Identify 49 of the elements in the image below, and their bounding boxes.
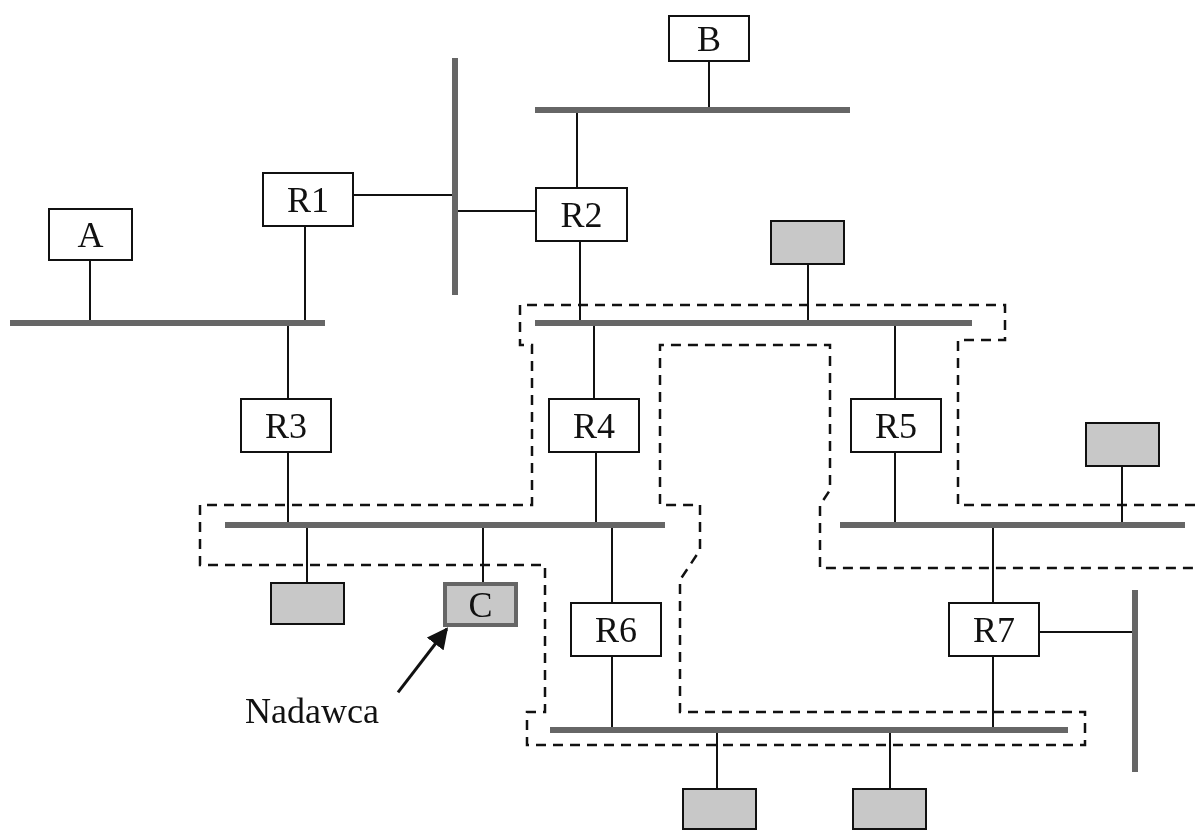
link-line bbox=[287, 452, 289, 523]
host-box bbox=[270, 582, 345, 625]
router-box: R6 bbox=[570, 602, 662, 657]
link-line bbox=[89, 260, 91, 321]
link-line bbox=[353, 194, 453, 196]
network-bus bbox=[1132, 590, 1138, 772]
link-line bbox=[894, 452, 896, 523]
link-line bbox=[992, 527, 994, 603]
host-box: B bbox=[668, 15, 750, 62]
router-box: R1 bbox=[262, 172, 354, 227]
link-line bbox=[593, 325, 595, 399]
arrow bbox=[396, 627, 449, 694]
network-bus bbox=[10, 320, 325, 326]
router-box: R5 bbox=[850, 398, 942, 453]
link-line bbox=[1121, 466, 1123, 523]
sender-box: C bbox=[443, 582, 518, 627]
link-line bbox=[611, 656, 613, 728]
network-bus bbox=[840, 522, 1185, 528]
host-box: A bbox=[48, 208, 133, 261]
link-line bbox=[1039, 631, 1133, 633]
link-line bbox=[304, 226, 306, 321]
link-line bbox=[716, 732, 718, 789]
router-box: R3 bbox=[240, 398, 332, 453]
network-bus bbox=[550, 727, 1068, 733]
host-box bbox=[770, 220, 845, 265]
network-bus bbox=[535, 107, 850, 113]
link-line bbox=[992, 656, 994, 728]
network-bus bbox=[225, 522, 665, 528]
router-box: R7 bbox=[948, 602, 1040, 657]
link-line bbox=[894, 325, 896, 399]
host-box bbox=[1085, 422, 1160, 467]
link-line bbox=[482, 527, 484, 583]
link-line bbox=[807, 264, 809, 321]
host-box bbox=[852, 788, 927, 830]
link-line bbox=[576, 112, 578, 188]
router-box: R2 bbox=[535, 187, 628, 242]
router-box: R4 bbox=[548, 398, 640, 453]
link-line bbox=[306, 527, 308, 583]
sender-label: Nadawca bbox=[245, 690, 379, 732]
link-line bbox=[595, 452, 597, 523]
network-bus bbox=[535, 320, 972, 326]
link-line bbox=[611, 527, 613, 603]
link-line bbox=[889, 732, 891, 789]
link-line bbox=[287, 325, 289, 399]
link-line bbox=[579, 241, 581, 321]
network-bus bbox=[452, 58, 458, 295]
link-line bbox=[708, 61, 710, 108]
link-line bbox=[457, 210, 536, 212]
host-box bbox=[682, 788, 757, 830]
